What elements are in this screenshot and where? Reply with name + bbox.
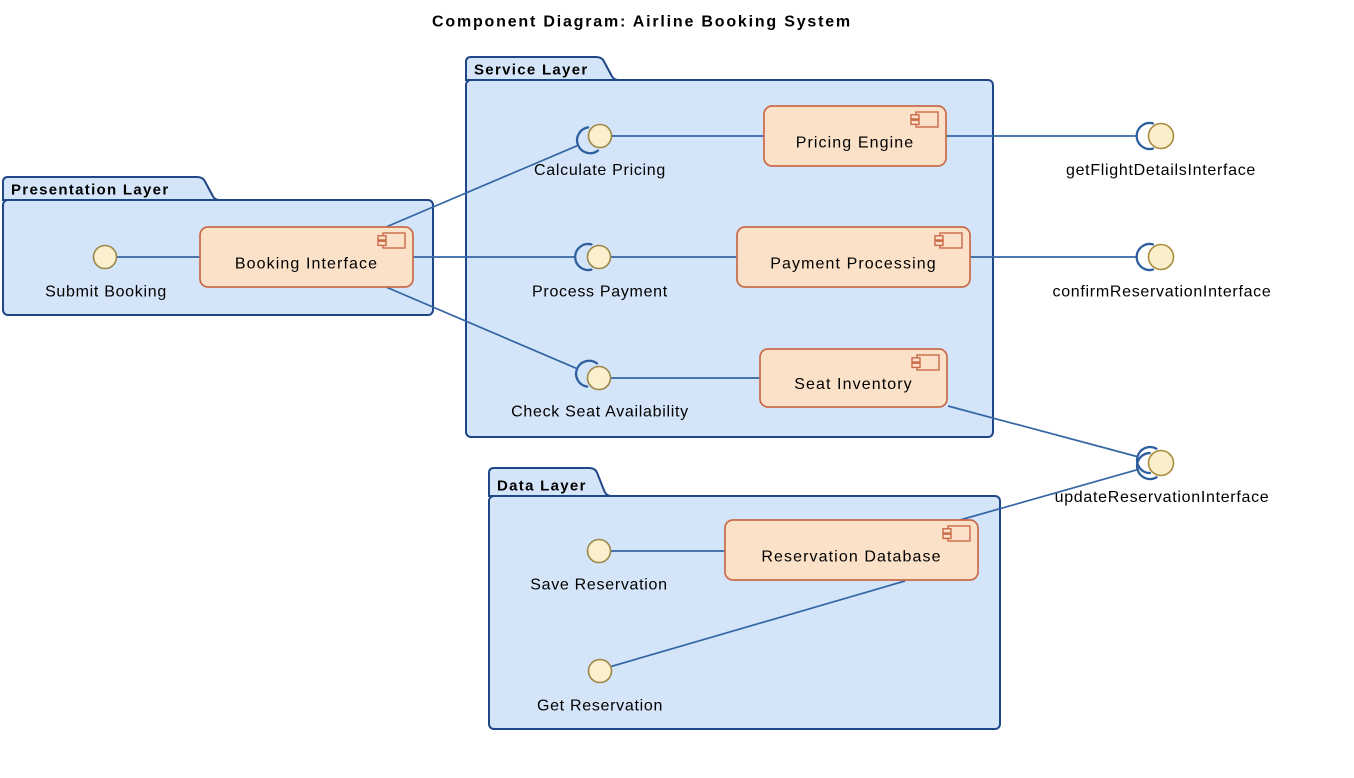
connectors [116,135,1138,668]
package-label: Service Layer [474,62,588,79]
socket-arc-icon [574,242,593,272]
port-circle [586,365,612,391]
port-circle [587,123,613,149]
socket-arc-icon [575,126,600,155]
interface-update-reservation: updateReservationInterface [1055,445,1270,506]
port-circle [586,538,612,564]
port-label: Submit Booking [45,284,167,301]
package-tab [465,56,619,81]
port-circle [92,244,118,270]
socket-arc-icon [1135,242,1155,272]
port-label: Check Seat Availability [511,404,689,421]
component-seat-inventory: Seat Inventory [759,348,948,408]
connector-booking-interface-to-check-seat [385,286,577,369]
interface-label: getFlightDetailsInterface [1066,162,1256,179]
component-payment-processing: Payment Processing [736,226,971,288]
component-label: Payment Processing [770,256,937,273]
connector-reservation-database-to-update-reservation [959,468,1138,521]
port-calculate-pricing: Calculate Pricing [534,123,666,179]
package-tab [488,467,612,497]
component-icon [942,525,971,542]
component-box [763,105,947,167]
package-label: Presentation Layer [11,182,169,199]
package-body [465,79,994,438]
port-label: Get Reservation [537,698,663,715]
component-icon [934,232,963,249]
port-label: Save Reservation [530,577,668,594]
socket-arc-icon [1135,121,1155,151]
port-check-seat-availability: Check Seat Availability [511,359,689,421]
socket-arc-icon [1135,445,1158,475]
component-box [759,348,948,408]
diagram-title: Component Diagram: Airline Booking Syste… [432,14,852,31]
component-label: Booking Interface [235,256,378,273]
component-label: Reservation Database [761,549,941,566]
connector-seat-inventory-to-update-reservation [947,405,1138,458]
socket-arc-icon [1135,451,1158,481]
component-reservation-database: Reservation Database [724,519,979,581]
port-label: Process Payment [532,284,668,301]
port-get-reservation: Get Reservation [537,658,663,715]
package-data-layer: Data Layer [488,467,1001,730]
interface-ball [1147,243,1175,271]
port-save-reservation: Save Reservation [530,538,668,594]
package-tab [2,176,220,201]
interface-ball [1147,449,1175,477]
port-circle [586,244,612,270]
port-submit-booking: Submit Booking [45,244,167,301]
component-icon [910,111,939,128]
port-process-payment: Process Payment [532,242,668,301]
component-label: Pricing Engine [796,135,915,152]
component-label: Seat Inventory [794,376,913,393]
component-pricing-engine: Pricing Engine [763,105,947,167]
interface-get-flight-details: getFlightDetailsInterface [1066,121,1256,179]
port-label: Calculate Pricing [534,162,666,179]
component-box [736,226,971,288]
connector-get-reservation-to-reservation-database [610,580,906,668]
component-icon [911,354,940,371]
component-box [199,226,414,288]
interface-label: updateReservationInterface [1055,489,1270,506]
package-label: Data Layer [497,478,587,495]
component-box [724,519,979,581]
connector-booking-interface-to-calculate-pricing [385,145,578,228]
component-icon [377,232,406,249]
interface-ball [1147,122,1175,150]
package-service-layer: Service Layer [465,56,994,438]
interface-confirm-reservation: confirmReservationInterface [1053,242,1272,301]
port-circle [587,658,613,684]
component-booking-interface: Booking Interface [199,226,414,288]
socket-arc-icon [574,359,599,388]
interface-label: confirmReservationInterface [1053,284,1272,301]
